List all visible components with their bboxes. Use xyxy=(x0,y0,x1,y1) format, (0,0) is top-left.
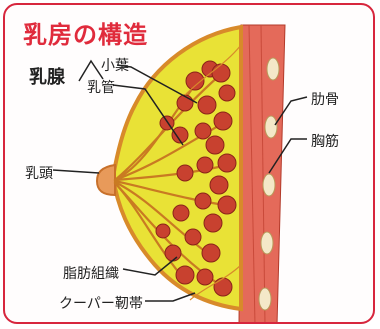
breast-structure-illustration xyxy=(5,5,375,324)
label-duct: 乳管 xyxy=(87,77,115,97)
diagram-frame: 乳房の構造 xyxy=(3,3,375,324)
label-mammary-gland: 乳腺 xyxy=(29,63,65,89)
label-lobule: 小葉 xyxy=(101,55,129,75)
label-cooper: クーパー靭帯 xyxy=(59,293,143,313)
label-adipose: 脂肪組織 xyxy=(63,263,119,283)
label-rib: 肋骨 xyxy=(311,89,339,109)
label-pectoral: 胸筋 xyxy=(311,131,339,151)
nipple-shape xyxy=(97,165,115,195)
label-nipple: 乳頭 xyxy=(25,163,53,183)
